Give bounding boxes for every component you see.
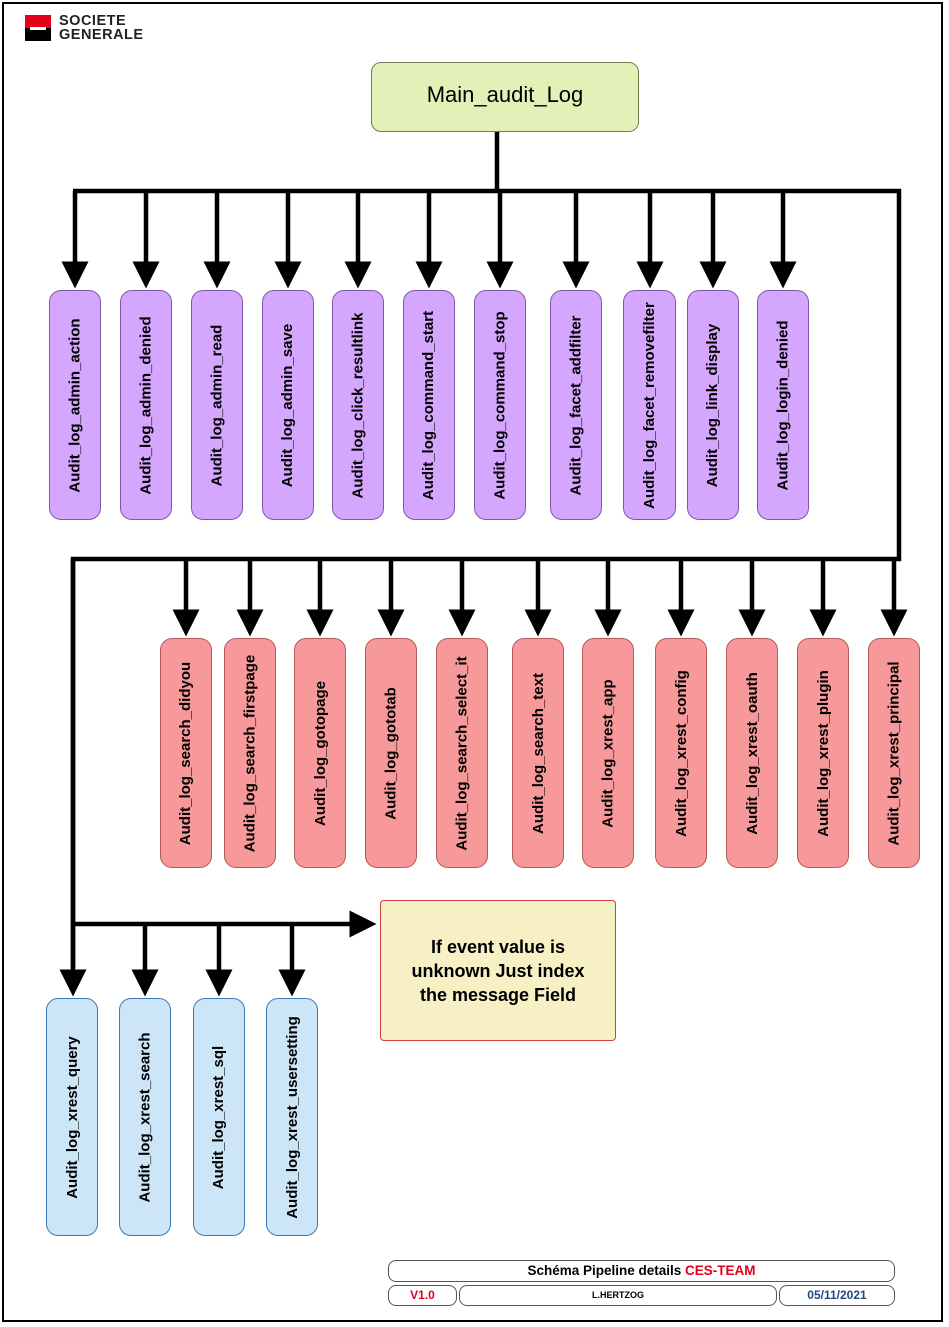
node-audit-log-xrest-query: Audit_log_xrest_query bbox=[46, 998, 98, 1236]
node-audit-log-command-stop: Audit_log_command_stop bbox=[474, 290, 526, 520]
node-audit-log-admin-read: Audit_log_admin_read bbox=[191, 290, 243, 520]
node-label: Audit_log_admin_save bbox=[279, 323, 297, 487]
node-label: Audit_log_command_start bbox=[420, 310, 438, 500]
node-audit-log-xrest-search: Audit_log_xrest_search bbox=[119, 998, 171, 1236]
node-label: Audit_log_xrest_principal bbox=[885, 660, 903, 846]
node-label: Audit_log_xrest_query bbox=[63, 1035, 81, 1199]
node-label: Audit_log_xrest_sql bbox=[210, 1045, 228, 1189]
node-audit-log-search-text: Audit_log_search_text bbox=[512, 638, 564, 868]
node-label: Audit_log_admin_action bbox=[66, 317, 84, 493]
node-label: Audit_log_xrest_search bbox=[136, 1031, 154, 1203]
logo-text-line1: SOCIETE bbox=[59, 13, 127, 29]
node-label: Audit_log_xrest_usersetting bbox=[283, 1015, 301, 1219]
node-label: Audit_log_xrest_oauth bbox=[743, 671, 761, 835]
node-label: Audit_log_xrest_config bbox=[672, 669, 690, 837]
node-label: Audit_log_admin_denied bbox=[137, 315, 155, 495]
node-label: Audit_log_command_stop bbox=[491, 310, 509, 500]
node-label: Audit_log_facet_removefilter bbox=[641, 301, 659, 509]
node-label: Audit_log_xrest_app bbox=[599, 678, 617, 828]
logo-text-line2: GENERALE bbox=[59, 27, 144, 43]
node-label: Audit_log_search_didyou bbox=[177, 661, 195, 845]
node-label: Audit_log_link_display bbox=[704, 323, 722, 487]
node-audit-log-xrest-plugin: Audit_log_xrest_plugin bbox=[797, 638, 849, 868]
node-label: Audit_log_xrest_plugin bbox=[814, 669, 832, 837]
node-label: Audit_log_search_firstpage bbox=[241, 654, 259, 852]
node-audit-log-admin-denied: Audit_log_admin_denied bbox=[120, 290, 172, 520]
footer-title: Schéma Pipeline details CES-TEAM bbox=[388, 1260, 895, 1282]
footer-title-accent: CES-TEAM bbox=[685, 1263, 756, 1278]
footer-author: L.HERTZOG bbox=[459, 1285, 777, 1306]
node-label: Audit_log_login_denied bbox=[774, 319, 792, 491]
node-audit-log-xrest-usersetting: Audit_log_xrest_usersetting bbox=[266, 998, 318, 1236]
node-audit-log-login-denied: Audit_log_login_denied bbox=[757, 290, 809, 520]
node-audit-log-xrest-sql: Audit_log_xrest_sql bbox=[193, 998, 245, 1236]
node-label: Audit_log_admin_read bbox=[208, 324, 226, 486]
footer-version: V1.0 bbox=[388, 1285, 457, 1306]
main-node-label: Main_audit_Log bbox=[426, 82, 584, 107]
node-label: Audit_log_gototab bbox=[382, 686, 400, 820]
node-audit-log-search-select-it: Audit_log_search_select_it bbox=[436, 638, 488, 868]
node-label: Audit_log_search_select_it bbox=[453, 655, 471, 851]
node-audit-log-admin-action: Audit_log_admin_action bbox=[49, 290, 101, 520]
node-audit-log-search-didyou: Audit_log_search_didyou bbox=[160, 638, 212, 868]
note-text: If event value is unknown Just index the… bbox=[411, 936, 585, 1005]
node-audit-log-xrest-oauth: Audit_log_xrest_oauth bbox=[726, 638, 778, 868]
node-audit-log-facet-removefilter: Audit_log_facet_removefilter bbox=[623, 290, 676, 520]
node-audit-log-link-display: Audit_log_link_display bbox=[687, 290, 739, 520]
node-label: Audit_log_gotopage bbox=[311, 680, 329, 826]
node-audit-log-click-resultlink: Audit_log_click_resultlink bbox=[332, 290, 384, 520]
node-audit-log-xrest-principal: Audit_log_xrest_principal bbox=[868, 638, 920, 868]
main-audit-log-node: Main_audit_Log bbox=[371, 62, 639, 132]
node-label: Audit_log_search_text bbox=[529, 672, 547, 834]
node-audit-log-command-start: Audit_log_command_start bbox=[403, 290, 455, 520]
node-audit-log-gototab: Audit_log_gototab bbox=[365, 638, 417, 868]
node-audit-log-facet-addfilter: Audit_log_facet_addfilter bbox=[550, 290, 602, 520]
node-label: Audit_log_click_resultlink bbox=[349, 312, 367, 498]
node-label: Audit_log_facet_addfilter bbox=[567, 314, 585, 496]
footer-date: 05/11/2021 bbox=[779, 1285, 895, 1306]
node-audit-log-xrest-app: Audit_log_xrest_app bbox=[582, 638, 634, 868]
footer-title-text: Schéma Pipeline details bbox=[527, 1263, 686, 1278]
unknown-event-note: If event value is unknown Just index the… bbox=[380, 900, 616, 1041]
node-audit-log-xrest-config: Audit_log_xrest_config bbox=[655, 638, 707, 868]
node-audit-log-admin-save: Audit_log_admin_save bbox=[262, 290, 314, 520]
node-audit-log-gotopage: Audit_log_gotopage bbox=[294, 638, 346, 868]
logo-mark-icon bbox=[25, 15, 51, 41]
node-audit-log-search-firstpage: Audit_log_search_firstpage bbox=[224, 638, 276, 868]
